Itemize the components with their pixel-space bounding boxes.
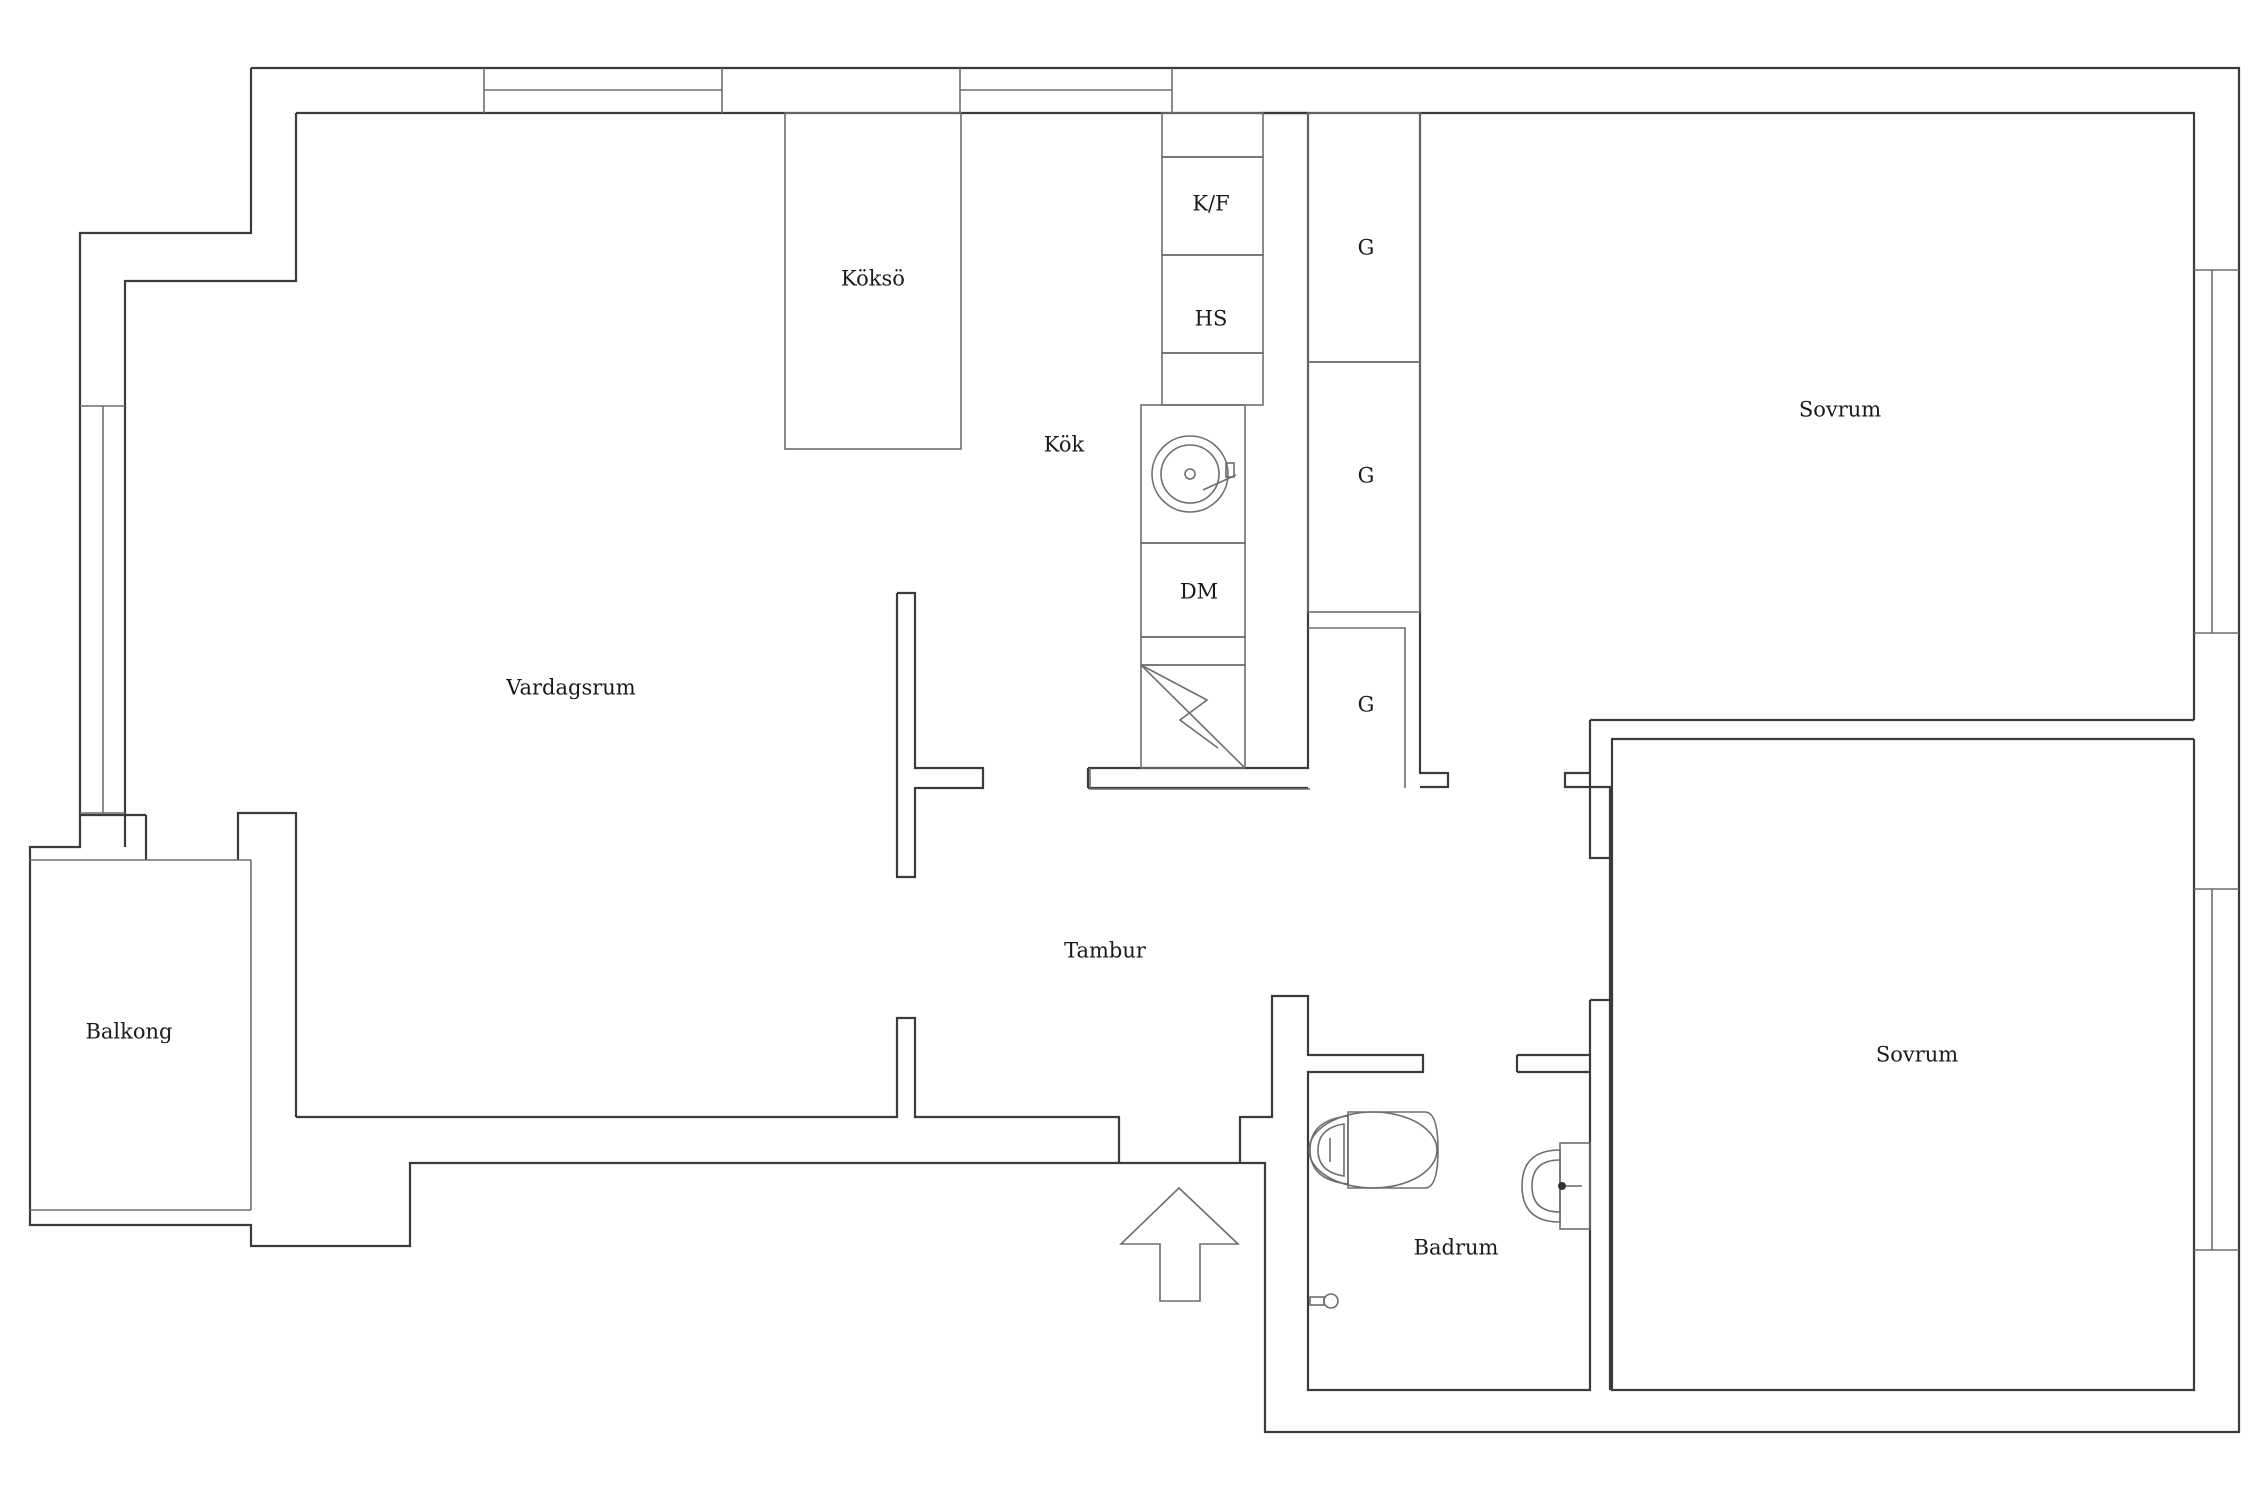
label-vardagsrum: Vardagsrum (505, 676, 636, 700)
balcony (30, 859, 252, 1211)
label-dm: DM (1180, 580, 1218, 604)
kitchen-sink-icon (1151, 435, 1237, 513)
kitchen-island (784, 112, 962, 450)
label-sovrum-1: Sovrum (1799, 398, 1881, 422)
wardrobes (1307, 112, 1421, 788)
label-kok: Kök (1044, 433, 1085, 457)
label-koksoe: Köksö (841, 267, 905, 291)
label-kf: K/F (1192, 192, 1229, 216)
label-tambur: Tambur (1064, 939, 1147, 963)
windows (80, 68, 2239, 1251)
entrance-arrow-icon (1119, 1186, 1241, 1302)
label-badrum: Badrum (1414, 1236, 1499, 1260)
stove-icon (1140, 664, 1246, 769)
outer-walls (28, 66, 2241, 1434)
label-sovrum-2: Sovrum (1876, 1043, 1958, 1067)
toilet-icon (1308, 1111, 1439, 1189)
label-wardrobe-2: G (1358, 464, 1375, 488)
label-balkong: Balkong (85, 1020, 172, 1044)
bathroom-sink-icon (1521, 1142, 1591, 1230)
floor-drain-icon (1309, 1293, 1339, 1309)
interior-walls (80, 111, 1450, 1163)
label-wardrobe-3: G (1358, 693, 1375, 717)
kitchen-counter (1089, 112, 1310, 790)
label-wardrobe-1: G (1358, 236, 1375, 260)
label-hs: HS (1195, 307, 1228, 331)
